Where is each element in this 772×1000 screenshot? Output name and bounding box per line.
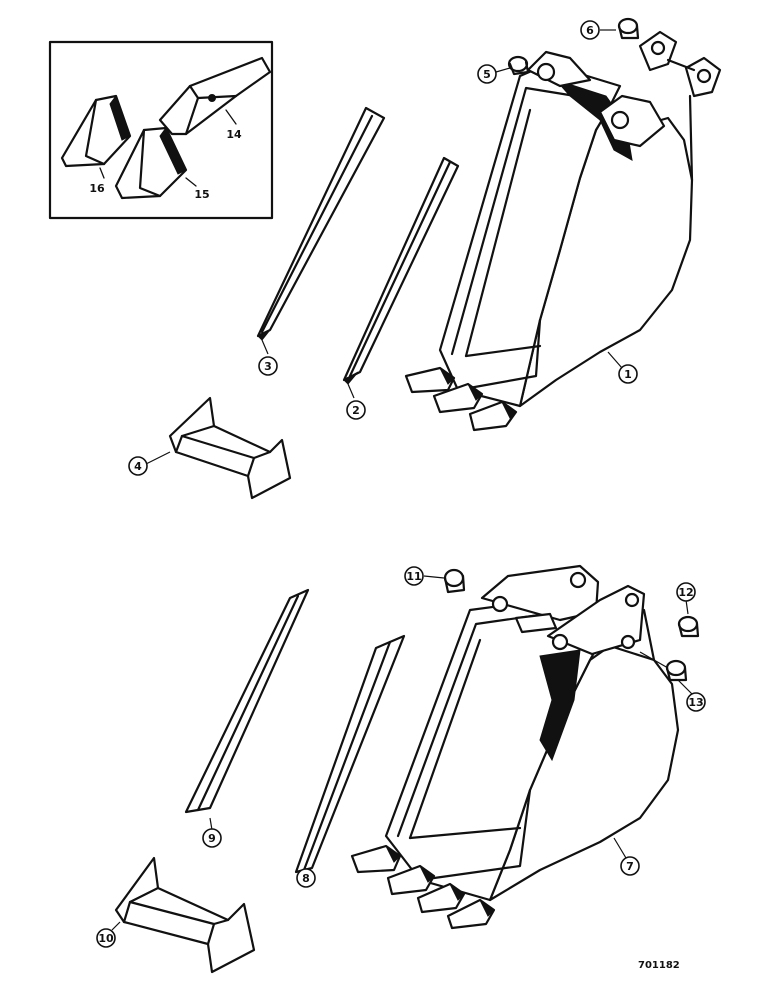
bushing-13: 13: [639, 651, 706, 712]
bucket-7: 7: [350, 564, 680, 930]
tooth-inset: 14 16 15: [48, 40, 274, 220]
tooth-point-15: 15: [114, 126, 210, 201]
figure-reference-number: 701182: [638, 960, 680, 971]
bucket-1: 1: [404, 30, 722, 432]
callout-1: 1: [624, 368, 632, 381]
inset-frame: [48, 40, 274, 220]
callout-11: 11: [406, 570, 421, 583]
callout-7: 7: [626, 860, 634, 873]
callout-9: 9: [208, 832, 216, 845]
callout-6: 6: [586, 24, 594, 37]
callout-10: 10: [98, 932, 114, 945]
callout-4: 4: [134, 460, 142, 473]
tooth-adapter-14: 14: [158, 56, 272, 141]
callout-3: 3: [264, 360, 272, 373]
bushing-12: 12: [676, 582, 700, 638]
label-15: 15: [194, 188, 209, 201]
callout-2: 2: [352, 404, 360, 417]
side-cutter-2: 2: [342, 156, 460, 420]
tooth-point-16: 16: [60, 94, 132, 195]
callout-12: 12: [678, 586, 693, 599]
side-cutter-9: 9: [184, 588, 310, 848]
label-14: 14: [226, 128, 242, 141]
callout-13: 13: [688, 696, 703, 709]
bushing-6: 6: [580, 17, 640, 40]
side-cutter-3: 3: [256, 106, 386, 376]
callout-8: 8: [302, 872, 310, 885]
wear-shroud-10: 10: [96, 856, 256, 974]
callout-5: 5: [483, 68, 491, 81]
bushing-5: 5: [477, 55, 530, 84]
label-16: 16: [89, 182, 105, 195]
wear-shroud-4: 4: [128, 396, 292, 500]
side-cutter-8: 8: [294, 634, 406, 888]
bushing-11: 11: [404, 566, 466, 594]
